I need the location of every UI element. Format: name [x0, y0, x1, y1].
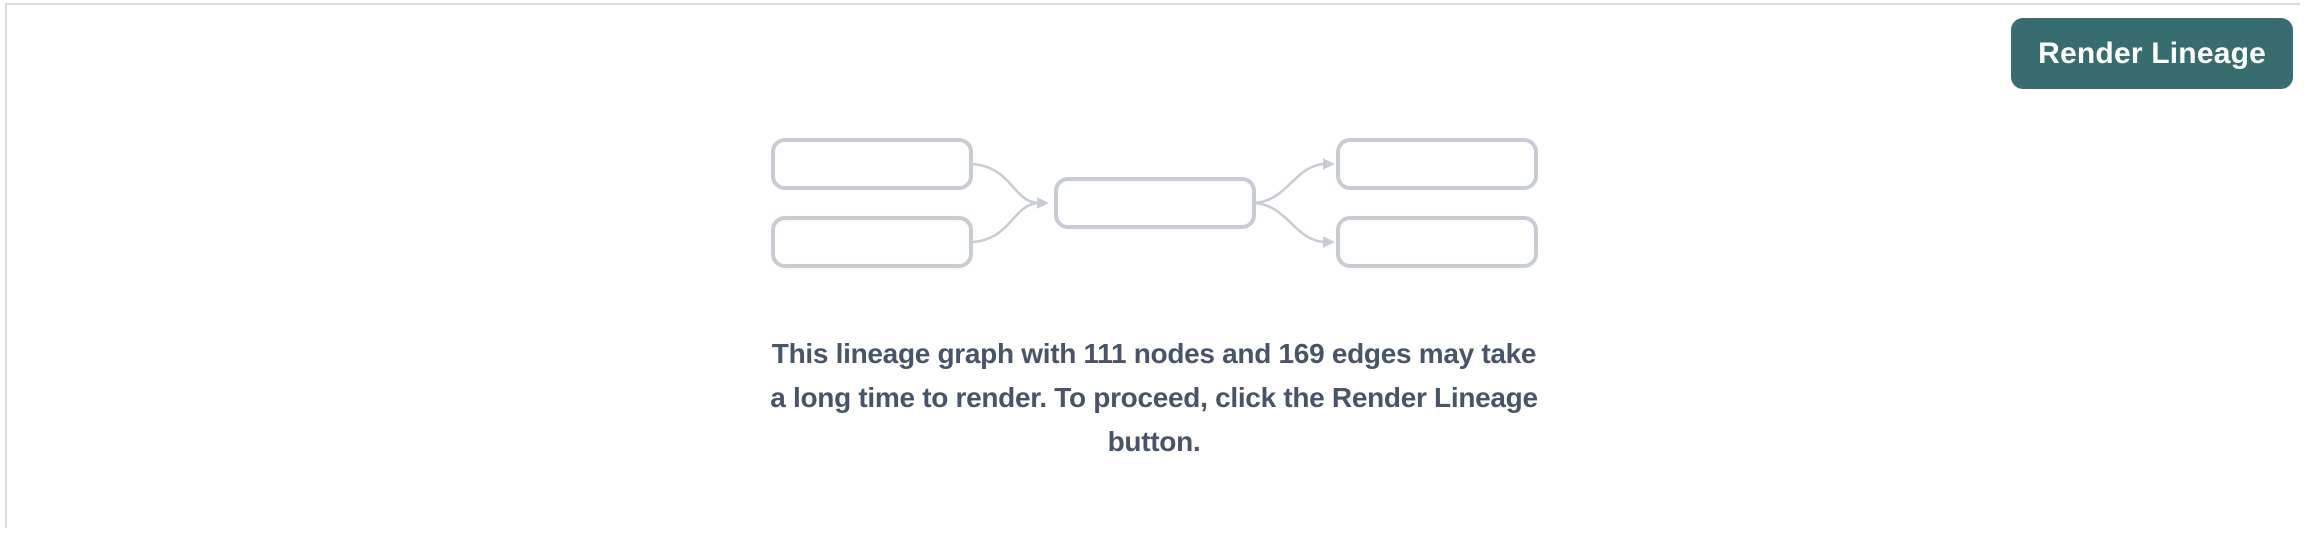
edge-middle-to-target-top	[1253, 162, 1325, 205]
lineage-panel	[5, 3, 2300, 528]
graph-node-source-bottom	[771, 216, 973, 268]
arrowhead-into-middle-icon	[1037, 197, 1049, 209]
edge-source-top-to-middle	[970, 162, 1038, 205]
graph-node-target-bottom	[1336, 216, 1538, 268]
graph-node-middle	[1054, 177, 1256, 229]
warning-message-line-2: a long time to render. To proceed, click…	[770, 382, 1538, 413]
warning-message-line-3: button.	[1107, 426, 1201, 457]
arrowhead-into-target-top-icon	[1323, 158, 1335, 170]
edge-middle-to-target-bottom	[1253, 201, 1325, 244]
render-lineage-button[interactable]: Render Lineage	[2011, 18, 2293, 89]
warning-message-line-1: This lineage graph with 111 nodes and 16…	[771, 338, 1537, 369]
graph-node-target-top	[1336, 138, 1538, 190]
lineage-graph-illustration	[771, 138, 1538, 268]
graph-node-source-top	[771, 138, 973, 190]
lineage-warning-message: This lineage graph with 111 nodes and 16…	[744, 332, 1564, 464]
arrowhead-into-target-bottom-icon	[1323, 236, 1335, 248]
lineage-empty-state: This lineage graph with 111 nodes and 16…	[744, 132, 1564, 464]
edge-source-bottom-to-middle	[970, 201, 1038, 244]
